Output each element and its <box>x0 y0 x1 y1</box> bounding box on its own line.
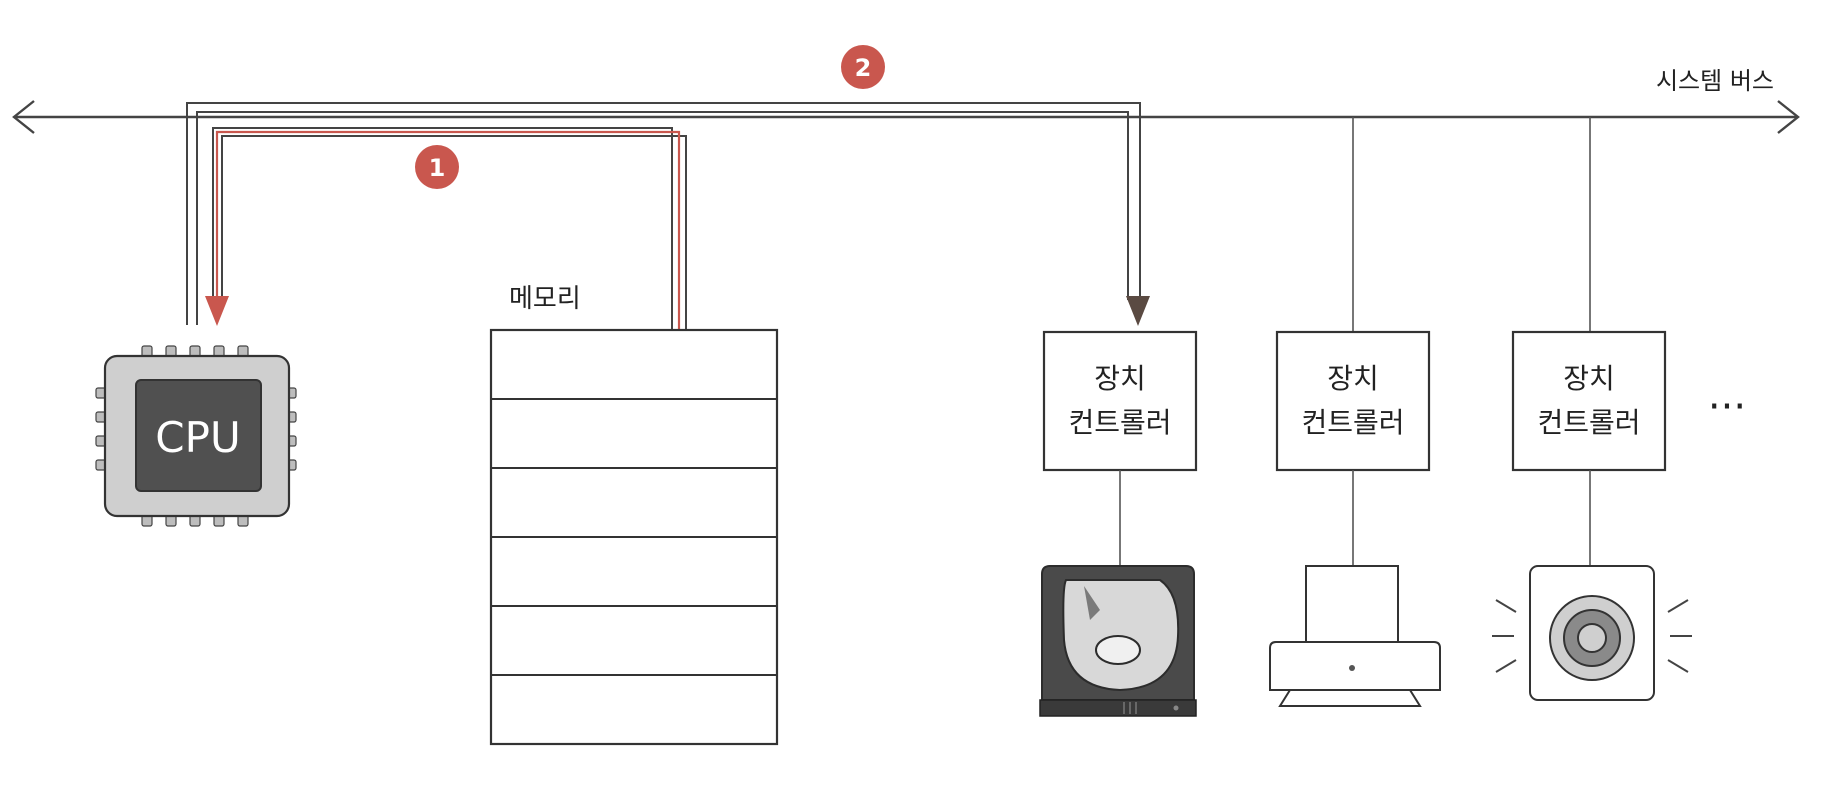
arrow-2-head <box>1126 296 1150 326</box>
step-1-label: 1 <box>429 154 446 182</box>
printer-icon <box>1269 565 1441 707</box>
device-controller-3: 장치 컨트롤러 <box>1511 330 1667 472</box>
device-controller-1: 장치 컨트롤러 <box>1042 330 1198 472</box>
controller-2-line2: 컨트롤러 <box>1301 406 1404 439</box>
controller-3-line1: 장치 <box>1563 362 1615 395</box>
path-1 <box>205 127 687 330</box>
path-2 <box>186 102 1150 326</box>
system-bus <box>12 100 1800 134</box>
device-controller-2: 장치 컨트롤러 <box>1275 330 1431 472</box>
step-marker-1: 1 <box>415 145 459 189</box>
memory-label: 메모리 <box>509 284 581 314</box>
system-bus-label: 시스템 버스 <box>1656 67 1774 95</box>
controller-1-line1: 장치 <box>1094 362 1146 395</box>
controller-2-line1: 장치 <box>1327 362 1379 395</box>
cpu-label: CPU <box>155 413 240 462</box>
arrow-1-head <box>205 296 229 326</box>
hard-disk-icon <box>1039 565 1197 717</box>
step-marker-2: 2 <box>841 45 885 89</box>
more-devices-ellipsis: ··· <box>1708 384 1746 430</box>
cpu-chip-icon <box>95 345 297 527</box>
controller-3-line2: 컨트롤러 <box>1537 406 1640 439</box>
step-2-label: 2 <box>855 54 872 82</box>
memory-block <box>489 328 779 746</box>
controller-1-line2: 컨트롤러 <box>1068 406 1171 439</box>
speaker-icon <box>1492 565 1692 701</box>
